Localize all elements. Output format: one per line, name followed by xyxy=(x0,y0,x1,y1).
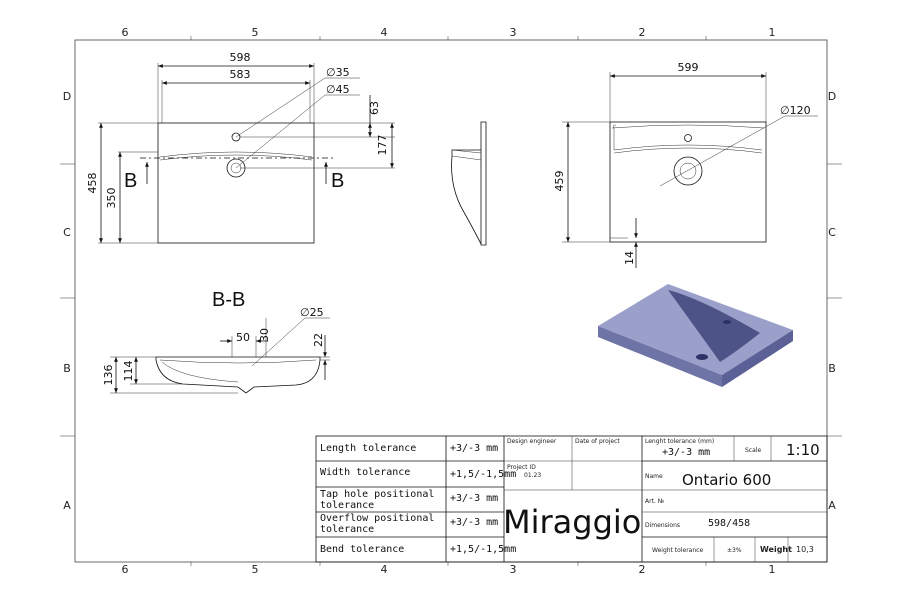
grid-row-a: A xyxy=(828,499,836,512)
tol-bend-label: Bend tolerance xyxy=(320,544,404,555)
grid-col-3: 3 xyxy=(510,563,517,576)
side-view xyxy=(451,121,487,246)
drain-hole xyxy=(673,156,703,186)
tol-width-label: Width tolerance xyxy=(320,467,410,478)
grid-col-5: 5 xyxy=(252,563,259,576)
dimensions-label: Dimensions xyxy=(645,522,680,529)
weight-label: Weight xyxy=(760,545,792,554)
grid-col-6: 6 xyxy=(122,26,129,39)
grid-col-6: 6 xyxy=(122,563,129,576)
basin-edge-curve xyxy=(159,151,313,158)
scale-label: Scale xyxy=(745,447,761,454)
dim-width-outer: 598 xyxy=(230,51,251,64)
tol-tap-label-1: Tap hole positional xyxy=(320,489,434,500)
dim-tap-hole: ∅35 xyxy=(326,66,350,79)
grid-col-4: 4 xyxy=(381,26,388,39)
tol-overflow-label-1: Overflow positional xyxy=(320,513,434,524)
grid-row-c: C xyxy=(828,226,836,239)
grid-row-labels-right: D C B A xyxy=(828,90,836,512)
dim-section-hole: ∅25 xyxy=(300,306,324,319)
section-profile xyxy=(155,356,321,394)
basin-outline xyxy=(157,122,315,244)
dim-front-height: 459 xyxy=(553,171,566,192)
grid-col-1: 1 xyxy=(769,26,776,39)
dim-overflow-hole: ∅45 xyxy=(326,83,350,96)
front-tap-hole xyxy=(684,134,692,142)
section-view: B-B 50 30 ∅25 22 136 114 xyxy=(102,289,330,394)
dim-thickness: 14 xyxy=(623,251,636,265)
dim-front-width: 599 xyxy=(678,61,699,74)
grid-row-c: C xyxy=(63,226,71,239)
top-view: 598 583 ∅35 ∅45 63 177 458 350 B B xyxy=(86,51,395,244)
weight-tol-value: ±3% xyxy=(727,547,742,554)
weight-tol-label: Weight tolerance xyxy=(652,547,703,554)
front-basin-outline xyxy=(609,121,767,243)
dimensions-value: 598/458 xyxy=(708,518,750,529)
grid-col-2: 2 xyxy=(639,563,646,576)
tol-tap-label-2: tolerance xyxy=(320,500,374,511)
length-tol-value: +3/-3 mm xyxy=(662,447,710,458)
date-of-project-label: Date of project xyxy=(575,438,620,445)
grid-column-labels-bottom: 6 5 4 3 2 1 xyxy=(122,563,776,576)
project-id-label: Project ID xyxy=(507,464,536,471)
dim-tap-depth: 177 xyxy=(376,135,389,156)
basin-3d-render xyxy=(598,284,793,387)
grid-col-5: 5 xyxy=(252,26,259,39)
grid-col-4: 4 xyxy=(381,563,388,576)
dim-50: 50 xyxy=(236,331,250,344)
grid-row-d: D xyxy=(828,90,836,103)
dim-drain-hole: ∅120 xyxy=(780,104,811,117)
dim-30: 30 xyxy=(258,328,271,342)
grid-col-3: 3 xyxy=(510,26,517,39)
grid-col-1: 1 xyxy=(769,563,776,576)
dim-section-height-inner: 114 xyxy=(122,361,135,382)
dim-section-height-outer: 136 xyxy=(102,365,115,386)
front-view: 599 ∅120 459 14 xyxy=(553,61,818,268)
project-id-value: 01.23 xyxy=(524,472,541,479)
dim-depth-inner: 350 xyxy=(105,188,118,209)
dim-width-inner: 583 xyxy=(230,68,251,81)
tol-overflow-value: +3/-3 mm xyxy=(450,517,498,528)
name-label: Name xyxy=(645,473,663,480)
section-title: B-B xyxy=(212,289,245,311)
brand-logo: Miraggio xyxy=(503,503,641,541)
tol-length-label: Length tolerance xyxy=(320,443,416,454)
dim-tap-offset: 63 xyxy=(368,101,381,115)
tol-bend-value: +1,5/-1,5mm xyxy=(450,544,516,555)
dim-depth-outer: 458 xyxy=(86,173,99,194)
weight-value: 10,3 xyxy=(796,545,814,554)
grid-row-a: A xyxy=(63,499,71,512)
title-block: Length tolerance +3/-3 mm Width toleranc… xyxy=(315,435,828,563)
length-tol-label: Lenght tolerance (mm) xyxy=(645,438,714,445)
art-label: Art. № xyxy=(645,498,664,505)
grid-col-2: 2 xyxy=(639,26,646,39)
scale-value: 1:10 xyxy=(786,441,820,459)
grid-row-labels-left: D C B A xyxy=(63,90,71,512)
section-marker-right: B xyxy=(331,170,344,192)
product-name: Ontario 600 xyxy=(682,471,771,489)
dim-22: 22 xyxy=(312,333,325,347)
tol-overflow-label-2: tolerance xyxy=(320,524,374,535)
grid-row-b: B xyxy=(63,362,71,375)
grid-row-d: D xyxy=(63,90,71,103)
tol-width-value: +1,5/-1,5mm xyxy=(450,469,516,480)
design-engineer-label: Design engineer xyxy=(507,438,557,445)
tol-length-value: +3/-3 mm xyxy=(450,443,498,454)
section-marker-left: B xyxy=(124,170,137,192)
tol-tap-value: +3/-3 mm xyxy=(450,493,498,504)
grid-column-labels-top: 6 5 4 3 2 1 xyxy=(122,26,776,39)
grid-row-b: B xyxy=(828,362,836,375)
